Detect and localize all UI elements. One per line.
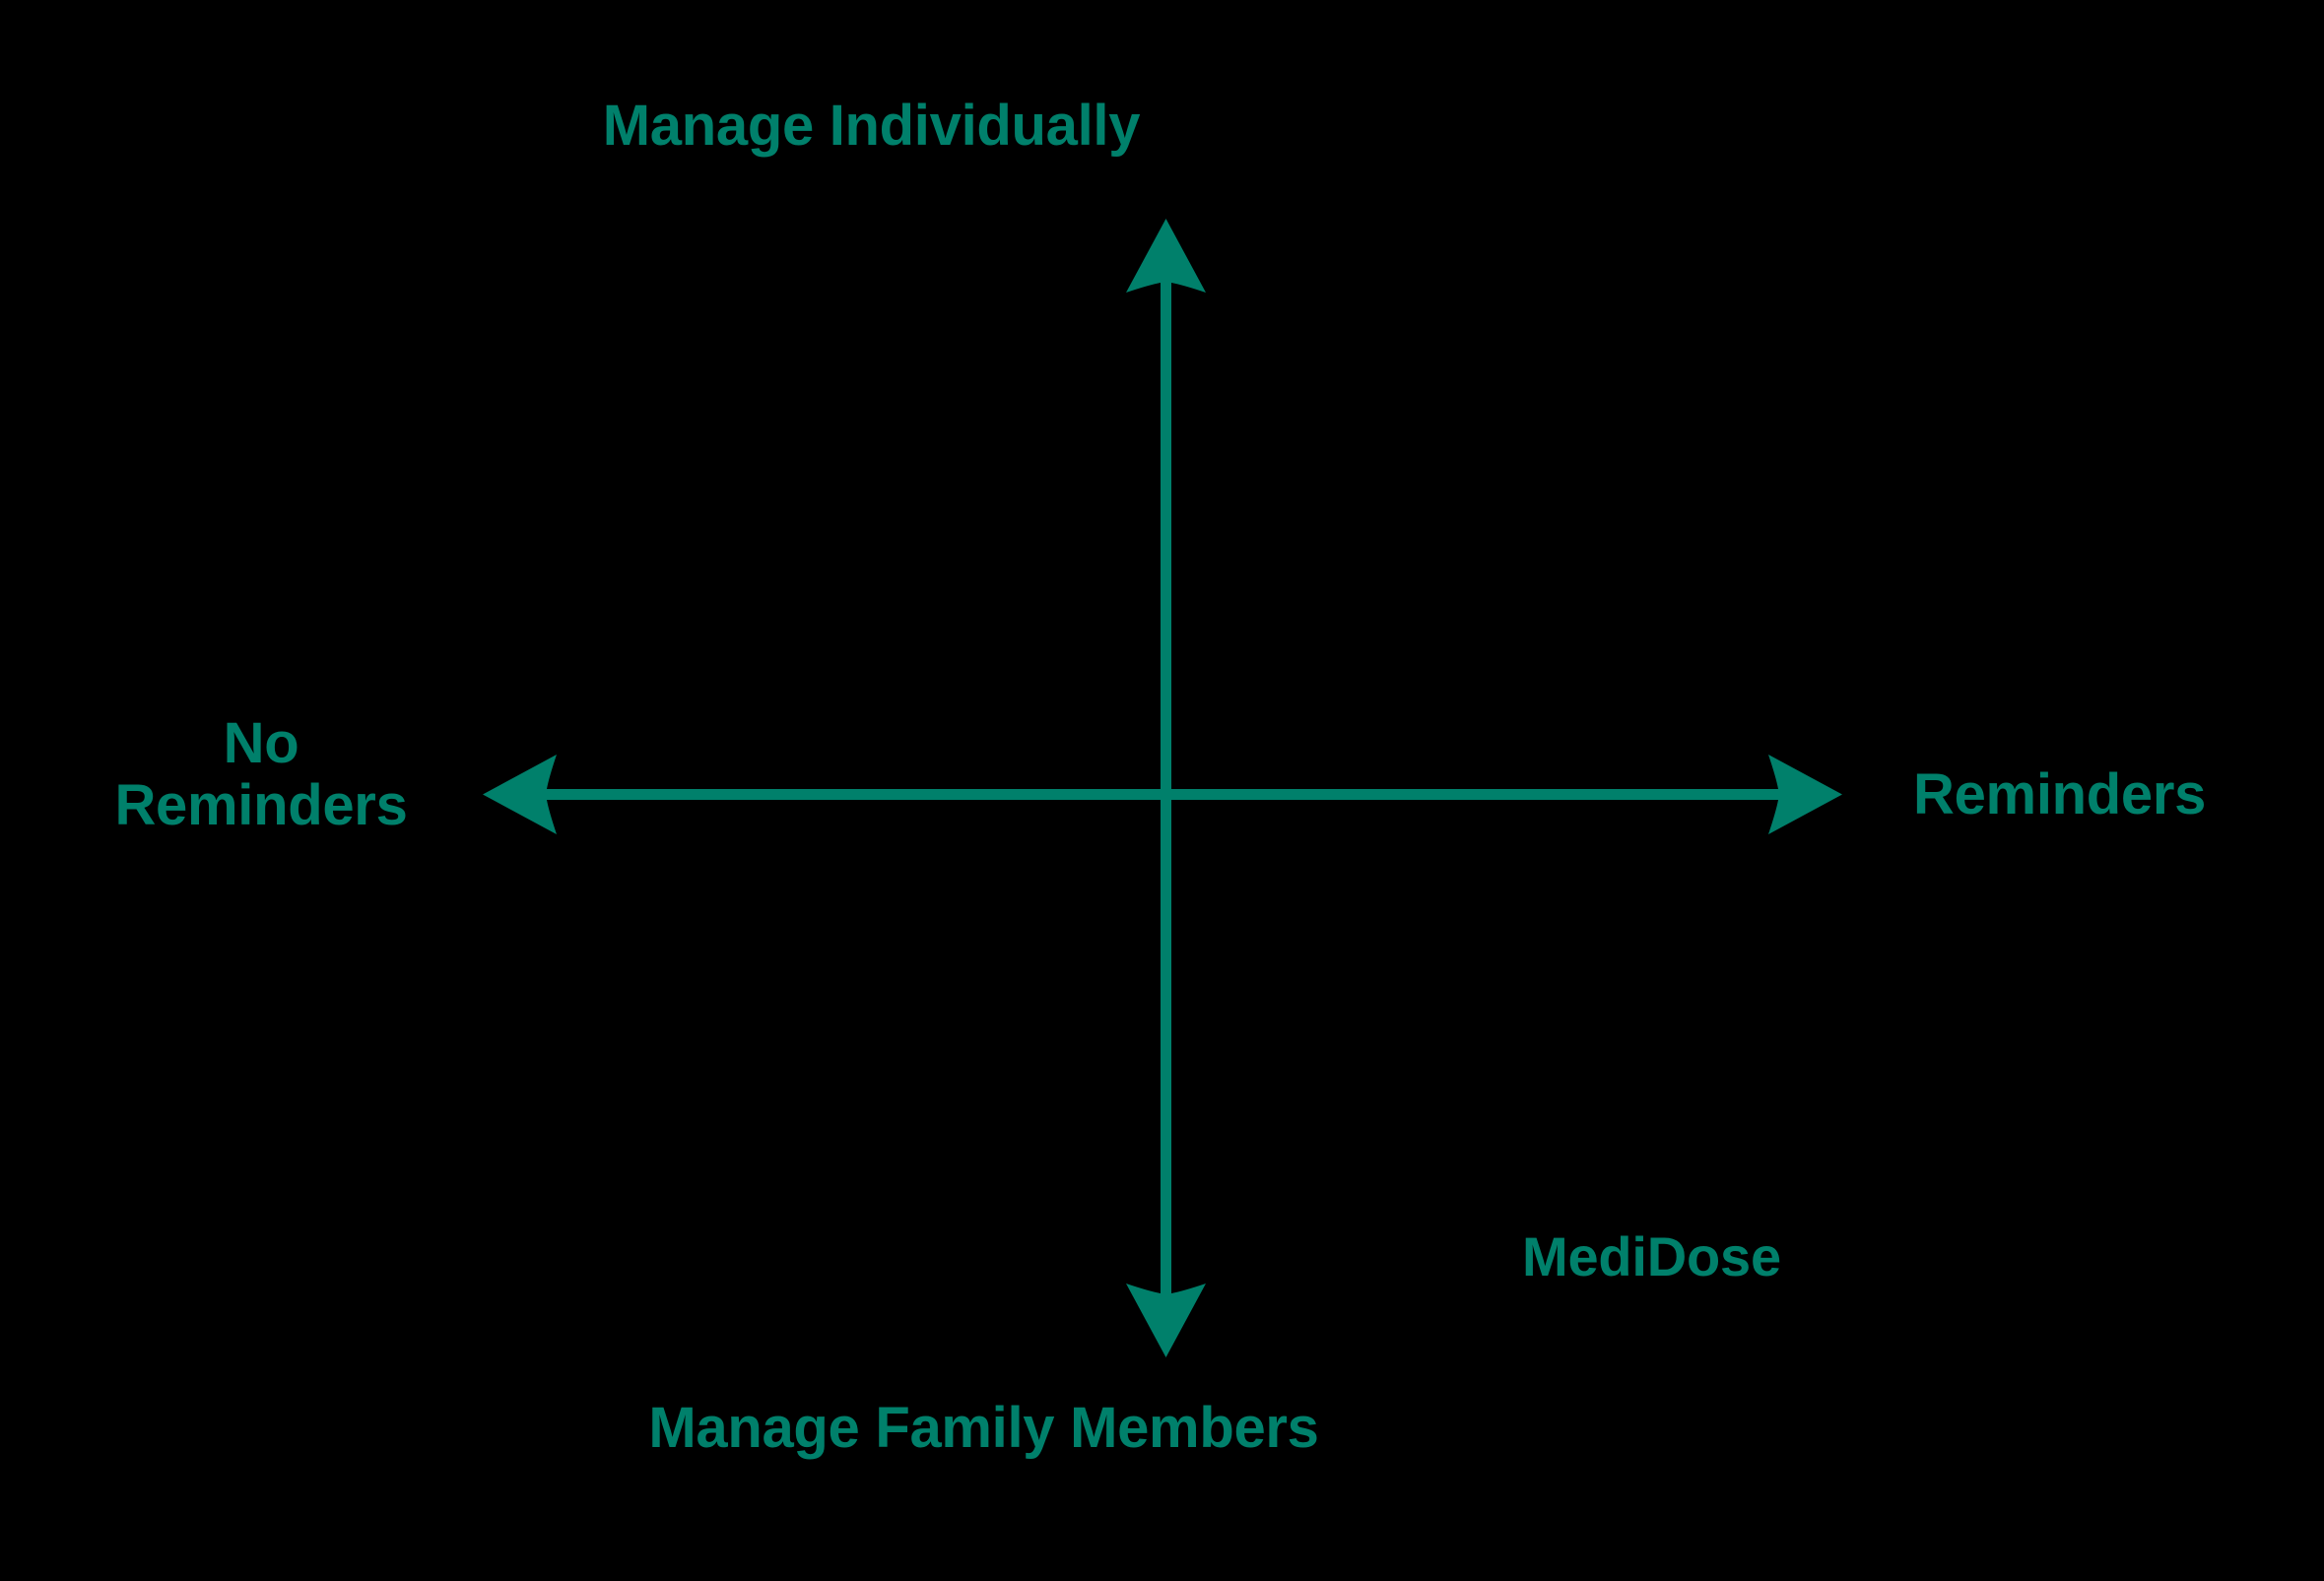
arrow-down-icon [1126,1284,1206,1357]
arrow-right-icon [1768,755,1842,834]
axis-label-top: Manage Individually [602,94,1141,158]
data-point-label-medidose: MediDose [1522,1225,1781,1287]
axis-label-bottom: Manage Family Members [648,1396,1319,1460]
axis-label-left: No Reminders [114,711,408,837]
vertical-axis-line [1161,256,1171,1315]
arrow-left-icon [483,755,557,834]
arrow-up-icon [1126,219,1206,293]
horizontal-axis-line [519,789,1810,800]
axis-label-right: Reminders [1913,762,2207,826]
